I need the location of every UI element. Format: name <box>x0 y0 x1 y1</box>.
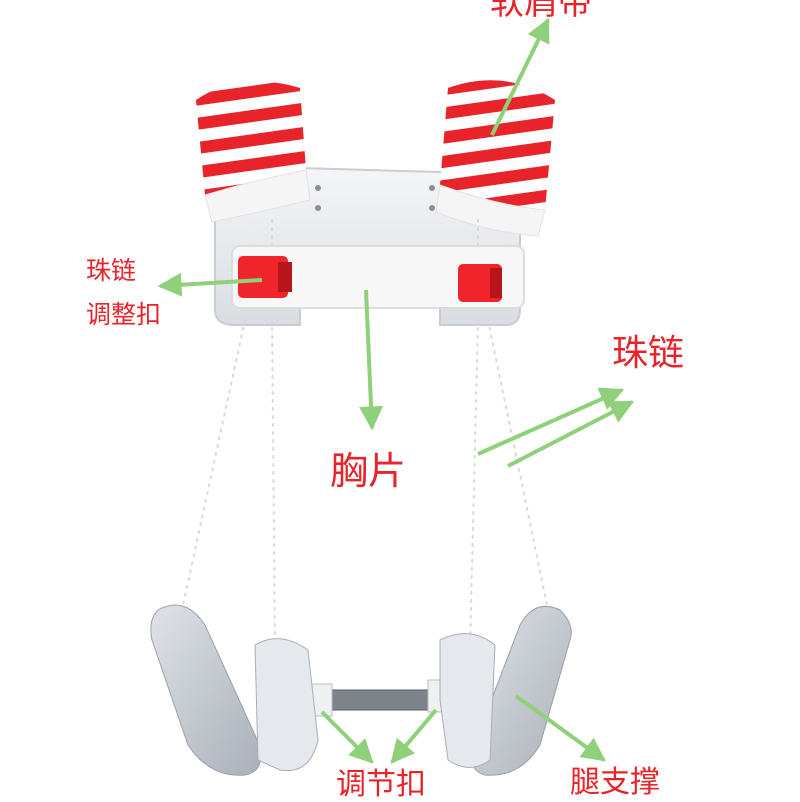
chest-strap <box>231 245 525 309</box>
right-red-buckle <box>458 264 502 302</box>
right-leg-support <box>439 605 572 776</box>
arrow-adjust-buckle-1 <box>320 710 374 764</box>
arrow-leg-support <box>514 694 606 762</box>
arrow-chest <box>359 289 384 431</box>
label-bead-chain-adjust-line2: 调整扣 <box>86 300 162 329</box>
annotation-arrows <box>157 17 635 764</box>
arrow-adjust-buckle-2 <box>390 708 438 764</box>
right-shoulder-pad <box>435 80 555 237</box>
label-bead-chain: 珠链 <box>612 333 685 374</box>
label-adjust-buckle: 调节扣 <box>336 767 426 802</box>
arrow-bead-adjust <box>157 272 263 297</box>
left-leg-support <box>150 604 319 776</box>
arrow-shoulder-strap <box>490 17 550 136</box>
arrow-bead-chain-2 <box>507 400 635 468</box>
arrow-bead-chain-1 <box>477 387 625 456</box>
label-chest-piece: 胸片 <box>330 449 407 493</box>
label-shoulder-strap: 软肩带 <box>490 0 592 23</box>
bead-chains <box>181 219 549 651</box>
label-bead-chain-adjust-line1: 珠链 <box>86 256 137 285</box>
left-red-buckle <box>238 256 292 298</box>
left-shoulder-pad <box>196 81 311 223</box>
label-leg-support: 腿支撑 <box>570 765 660 800</box>
